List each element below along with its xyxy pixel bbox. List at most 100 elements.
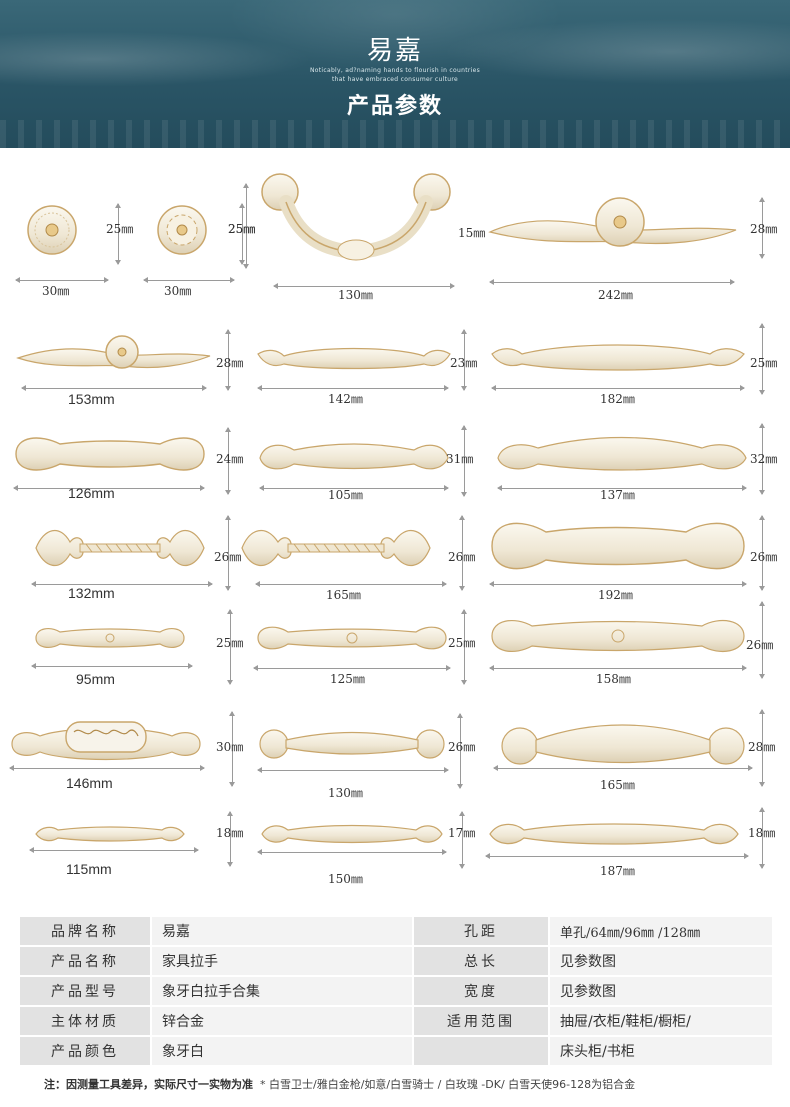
drop-pull-width-arrow xyxy=(273,283,455,289)
knob-a-image xyxy=(27,205,77,255)
footnote-label: 注：因测量工具差异，实际尺寸一实物为准 xyxy=(44,1078,253,1091)
bow-105-image xyxy=(259,443,449,470)
bar-158-width-arrow xyxy=(489,665,747,671)
backplate-knob-height-right: 28㎜ xyxy=(750,222,778,236)
porcelain-146-height: 30㎜ xyxy=(216,740,244,754)
spec-row-color: 产品颜色 象牙白 床头柜/书柜 xyxy=(18,1035,774,1067)
spec-key-total-length: 总长 xyxy=(412,945,550,977)
fleur-132-width: 132mm xyxy=(68,585,115,601)
bar-125-height: 25㎜ xyxy=(448,636,476,650)
spec-row-name: 产品名称 家具拉手 总长 见参数图 xyxy=(18,945,774,977)
scroll-192-height: 26㎜ xyxy=(750,550,778,564)
knob-a-height: 25㎜ xyxy=(106,222,134,236)
product-fleur-165: 165㎜ 26㎜ xyxy=(236,510,482,606)
product-rose-165: 165㎜ 28㎜ xyxy=(484,708,784,798)
drop-pull-image xyxy=(261,173,451,261)
slim-150-height-arrow xyxy=(459,811,465,869)
product-bow-105: 105㎜ 31㎜ xyxy=(248,418,482,508)
slim-187-image xyxy=(489,823,739,845)
knob-b-height-arrow xyxy=(239,203,245,265)
banner-stripe xyxy=(0,120,790,148)
rose-165-image xyxy=(501,724,745,765)
bow-182-height: 25㎜ xyxy=(750,356,778,370)
spec-key-name: 产品名称 xyxy=(18,945,152,977)
bow-142-height: 23㎜ xyxy=(450,356,478,370)
product-rose-130: 130㎜ 26㎜ xyxy=(248,708,482,804)
spec-value-color: 象牙白 xyxy=(150,1035,414,1067)
spec-key-brand: 品牌名称 xyxy=(18,915,152,947)
product-knob-a: 30㎜ 25㎜ xyxy=(14,196,133,298)
product-fleur-132: 132mm 26㎜ xyxy=(22,510,252,606)
product-bar-158: 158㎜ 26㎜ xyxy=(484,600,784,692)
bow-105-width-arrow xyxy=(259,485,449,491)
fleur-132-width-arrow xyxy=(31,581,213,587)
spec-key-material: 主体材质 xyxy=(18,1005,152,1037)
fleur-132-height-arrow xyxy=(225,515,231,591)
product-porcelain-146: 146mm 30㎜ xyxy=(4,708,252,798)
bar-95-image xyxy=(35,628,185,648)
spec-value-model: 象牙白拉手合集 xyxy=(150,975,414,1007)
scroll-192-image xyxy=(491,522,745,570)
knob-a-height-arrow xyxy=(115,203,121,265)
slim-187-height: 18㎜ xyxy=(748,826,776,840)
spec-key-empty xyxy=(412,1035,550,1067)
product-bow-182: 182㎜ 25㎜ xyxy=(484,323,784,410)
bar-125-image xyxy=(257,626,447,650)
small-backplate-height-arrow xyxy=(225,329,231,391)
spec-table: 品牌名称 易嘉 孔距 单孔/64㎜/96㎜ /128㎜ 产品名称 家具拉手 总长… xyxy=(18,915,774,1067)
spec-value-name: 家具拉手 xyxy=(150,945,414,977)
tagline-line-1: Noticably, ad?naming hands to flourish i… xyxy=(309,67,480,74)
scroll-192-width: 192㎜ xyxy=(598,588,633,602)
spec-value-material: 锌合金 xyxy=(150,1005,414,1037)
porcelain-146-width: 146mm xyxy=(66,775,113,791)
knob-b-height: 25㎜ xyxy=(228,222,256,236)
small-backplate-image xyxy=(16,335,211,369)
bow-105-height: 31㎜ xyxy=(446,452,474,466)
slim-115-height-arrow xyxy=(227,811,233,867)
fleur-165-height-arrow xyxy=(459,515,465,591)
tagline-line-2: that have embraced consumer culture xyxy=(332,76,458,83)
spec-key-usage: 适用范围 xyxy=(412,1005,550,1037)
knob-a-width: 30㎜ xyxy=(42,284,70,298)
spec-key-hole-spacing: 孔距 xyxy=(412,915,550,947)
footnote-text: * 白雪卫士/雅白金枪/如意/白雪骑士 / 白玫瑰 -DK/ 白雪天使96-12… xyxy=(260,1078,636,1091)
scroll-192-width-arrow xyxy=(489,581,747,587)
backplate-knob-height-arrow xyxy=(759,197,765,259)
footnote: 注：因测量工具差异，实际尺寸一实物为准 * 白雪卫士/雅白金枪/如意/白雪骑士 … xyxy=(44,1076,784,1092)
bar-95-width-arrow xyxy=(31,663,193,669)
slim-150-width: 150㎜ xyxy=(328,872,363,886)
bar-95-height: 25㎜ xyxy=(216,636,244,650)
spec-key-model: 产品型号 xyxy=(18,975,152,1007)
bow-137-height-arrow xyxy=(759,423,765,495)
bow-182-width: 182㎜ xyxy=(600,392,635,406)
bow-137-width: 137㎜ xyxy=(600,488,635,502)
slim-115-image xyxy=(35,826,185,842)
bow-142-width-arrow xyxy=(257,385,449,391)
porcelain-146-height-arrow xyxy=(229,711,235,787)
scroll-126-width: 126mm xyxy=(68,485,115,501)
bar-158-image xyxy=(491,619,745,653)
knob-b-width-arrow xyxy=(143,277,235,283)
bar-125-width: 125㎜ xyxy=(330,672,365,686)
banner-pattern xyxy=(0,0,790,148)
spec-row-material: 主体材质 锌合金 适用范围 抽屉/衣柜/鞋柜/橱柜/ xyxy=(18,1005,774,1037)
knob-b-width: 30㎜ xyxy=(164,284,192,298)
fleur-165-width: 165㎜ xyxy=(326,588,361,602)
spec-value-brand: 易嘉 xyxy=(150,915,414,947)
spec-key-width: 宽度 xyxy=(412,975,550,1007)
bar-95-width: 95mm xyxy=(76,671,115,687)
rose-130-height: 26㎜ xyxy=(448,740,476,754)
bar-125-height-arrow xyxy=(461,609,467,685)
knob-a-width-arrow xyxy=(15,277,109,283)
bow-142-width: 142㎜ xyxy=(328,392,363,406)
backplate-knob-image xyxy=(488,197,737,247)
brand-title: 易嘉 xyxy=(366,36,423,66)
section-title: 产品参数 xyxy=(346,94,443,119)
rose-165-width: 165㎜ xyxy=(600,778,635,792)
product-slim-115: 115mm 18㎜ xyxy=(26,811,252,882)
rose-165-width-arrow xyxy=(493,765,753,771)
product-bar-95: 95mm 25㎜ xyxy=(26,606,252,692)
slim-187-width: 187㎜ xyxy=(600,864,635,878)
slim-115-width: 115mm xyxy=(66,861,112,877)
bow-137-height: 32㎜ xyxy=(750,452,778,466)
